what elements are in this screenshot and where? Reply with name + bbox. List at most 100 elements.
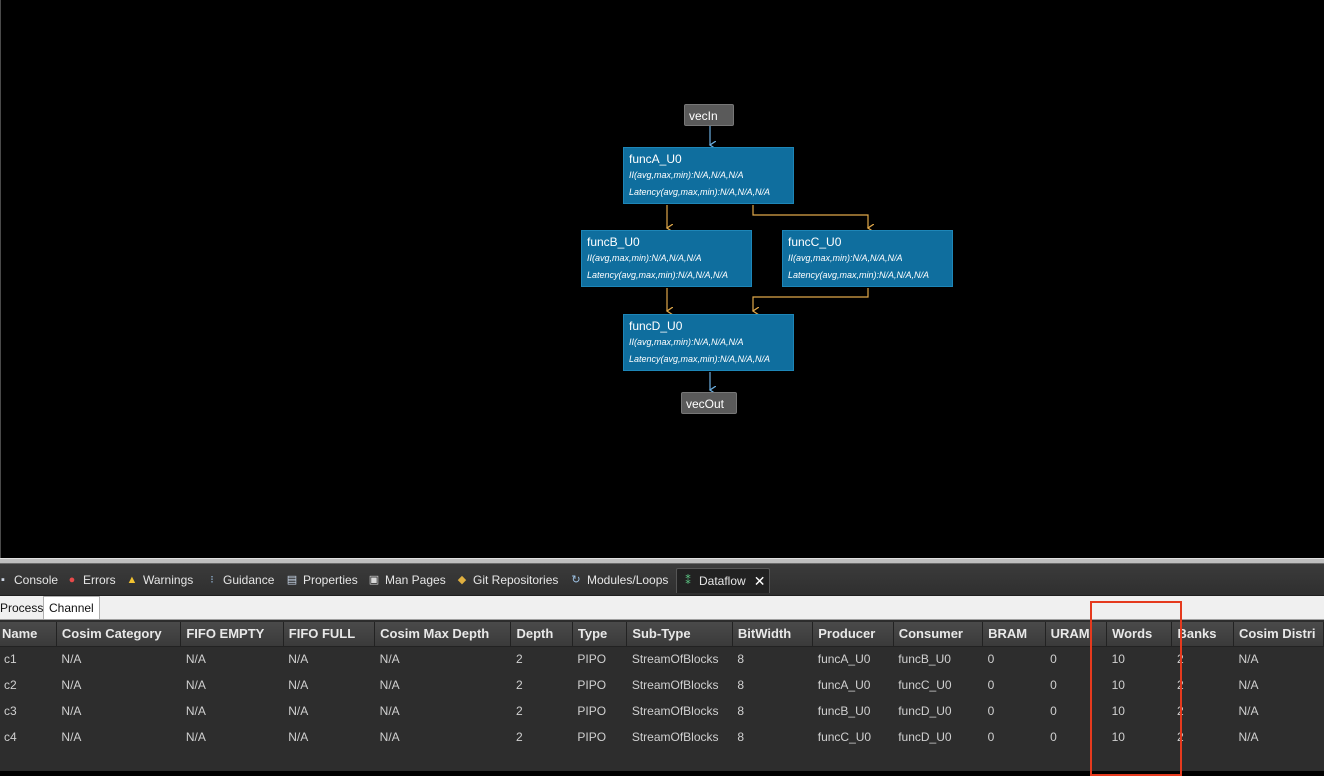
column-header-words[interactable]: Words: [1106, 622, 1173, 647]
node-funcc[interactable]: funcC_U0 II(avg,max,min):N/A,N/A,N/A Lat…: [782, 230, 953, 287]
table-cell: StreamOfBlocks: [631, 704, 719, 718]
table-cell: 0: [1050, 652, 1057, 667]
tab-warnings[interactable]: ▲ Warnings: [125, 568, 194, 592]
table-cell: 0: [987, 704, 995, 718]
table-cell: funcC_U0: [817, 730, 872, 744]
console-icon: ▪: [1, 574, 5, 586]
table-cell: funcD_U0: [898, 704, 952, 718]
table-cell: funcB_U0: [898, 652, 951, 667]
table-cell: N/A: [185, 730, 206, 744]
node-funcd[interactable]: funcD_U0 II(avg,max,min):N/A,N/A,N/A Lat…: [623, 314, 794, 371]
table-cell: PIPO: [577, 704, 607, 718]
table-cell: PIPO: [577, 730, 607, 744]
panel-splitter[interactable]: [0, 558, 1324, 564]
column-header-name[interactable]: Name: [0, 622, 57, 647]
table-cell: funcC_U0: [898, 678, 952, 692]
tab-warnings-label: Warnings: [143, 573, 194, 587]
table-cell: funcA_U0: [817, 678, 871, 692]
tab-modules-loops[interactable]: ↻ Modules/Loops: [569, 568, 668, 592]
table-cell: 10: [1111, 730, 1125, 744]
column-header-cosim-category[interactable]: Cosim Category: [56, 622, 182, 647]
node-funcb-latency: Latency(avg,max,min):N/A,N/A,N/A: [587, 270, 729, 280]
table-cell: N/A: [379, 678, 400, 692]
properties-icon: ▤: [286, 574, 298, 586]
subtab-process[interactable]: Process: [0, 601, 44, 615]
table-cell: 0: [1050, 678, 1057, 692]
table-cell: 2: [515, 652, 523, 667]
subtab-channel[interactable]: Channel: [43, 596, 100, 619]
table-cell: 2: [1176, 678, 1184, 692]
table-cell: StreamOfBlocks: [631, 652, 719, 667]
table-cell: 0: [987, 652, 995, 667]
node-funca-ii: II(avg,max,min):N/A,N/A,N/A: [629, 170, 744, 180]
column-header-uram[interactable]: URAM: [1045, 622, 1108, 647]
node-funcb-ii: II(avg,max,min):N/A,N/A,N/A: [587, 253, 702, 263]
dataflow-graph-canvas[interactable]: vecIn funcA_U0 II(avg,max,min):N/A,N/A,N…: [0, 0, 1324, 558]
table-cell: N/A: [288, 704, 309, 718]
column-header-sub-type[interactable]: Sub-Type: [626, 622, 733, 647]
column-header-fifo-full[interactable]: FIFO FULL: [283, 622, 376, 647]
tab-man-pages[interactable]: ▣ Man Pages: [367, 568, 446, 592]
table-cell: N/A: [61, 704, 82, 718]
close-icon[interactable]: ✕: [753, 572, 766, 589]
tab-errors[interactable]: ● Errors: [65, 568, 116, 592]
man-pages-icon: ▣: [368, 574, 380, 586]
table-cell: PIPO: [577, 652, 607, 667]
table-cell: 2: [1176, 652, 1184, 667]
table-cell: N/A: [379, 652, 400, 667]
tab-properties[interactable]: ▤ Properties: [285, 568, 358, 592]
column-header-cosim-max-depth[interactable]: Cosim Max Depth: [374, 622, 512, 647]
table-cell: N/A: [61, 678, 82, 692]
table-cell: 8: [737, 730, 745, 744]
tab-guidance[interactable]: ⁝ Guidance: [205, 568, 274, 592]
edge-c2: [752, 205, 868, 228]
node-funcc-ii: II(avg,max,min):N/A,N/A,N/A: [788, 253, 903, 263]
dataflow-subtabs: Process Channel: [0, 596, 1324, 620]
port-vecin[interactable]: vecIn: [684, 104, 734, 126]
column-header-consumer[interactable]: Consumer: [893, 622, 984, 647]
table-cell: funcD_U0: [898, 730, 952, 744]
node-funca[interactable]: funcA_U0 II(avg,max,min):N/A,N/A,N/A Lat…: [623, 147, 794, 204]
column-header-depth[interactable]: Depth: [510, 622, 573, 647]
tab-git-repositories[interactable]: ◆ Git Repositories: [455, 568, 559, 592]
column-header-producer[interactable]: Producer: [812, 622, 894, 647]
node-funcd-latency: Latency(avg,max,min):N/A,N/A,N/A: [629, 354, 771, 364]
column-header-banks[interactable]: Banks: [1171, 622, 1234, 647]
table-cell: N/A: [379, 704, 400, 718]
view-tab-bar: ▪ Console ● Errors ▲ Warnings ⁝ Guidance…: [0, 564, 1324, 596]
table-cell: 0: [987, 678, 995, 692]
table-cell: 10: [1111, 678, 1125, 692]
table-cell: N/A: [288, 730, 309, 744]
table-cell: 2: [515, 678, 523, 692]
tab-dataflow-label: Dataflow: [699, 574, 746, 588]
tab-git-repositories-label: Git Repositories: [473, 573, 559, 587]
table-cell: N/A: [185, 704, 206, 718]
tab-guidance-label: Guidance: [223, 573, 275, 587]
column-header-bram[interactable]: BRAM: [982, 622, 1046, 647]
tab-console-label: Console: [14, 573, 59, 587]
table-cell: N/A: [288, 652, 309, 667]
tab-dataflow[interactable]: ⁑ Dataflow ✕: [676, 568, 771, 593]
table-cell: 10: [1111, 704, 1125, 718]
table-cell: 2: [1176, 704, 1184, 718]
node-funcb[interactable]: funcB_U0 II(avg,max,min):N/A,N/A,N/A Lat…: [581, 230, 752, 287]
edge-c4: [753, 288, 869, 311]
table-cell: N/A: [185, 678, 206, 692]
node-funca-title: funcA_U0: [629, 152, 682, 166]
column-header-bitwidth[interactable]: BitWidth: [732, 622, 814, 647]
column-header-fifo-empty[interactable]: FIFO EMPTY: [180, 622, 284, 647]
node-funcb-title: funcB_U0: [587, 235, 640, 249]
port-vecout[interactable]: vecOut: [681, 392, 737, 414]
tab-console[interactable]: ▪ Console: [0, 568, 58, 592]
table-cell: 0: [1050, 730, 1057, 744]
column-header-type[interactable]: Type: [572, 622, 628, 647]
table-cell: c4: [4, 730, 17, 744]
column-header-cosim-distri[interactable]: Cosim Distri: [1233, 622, 1324, 647]
